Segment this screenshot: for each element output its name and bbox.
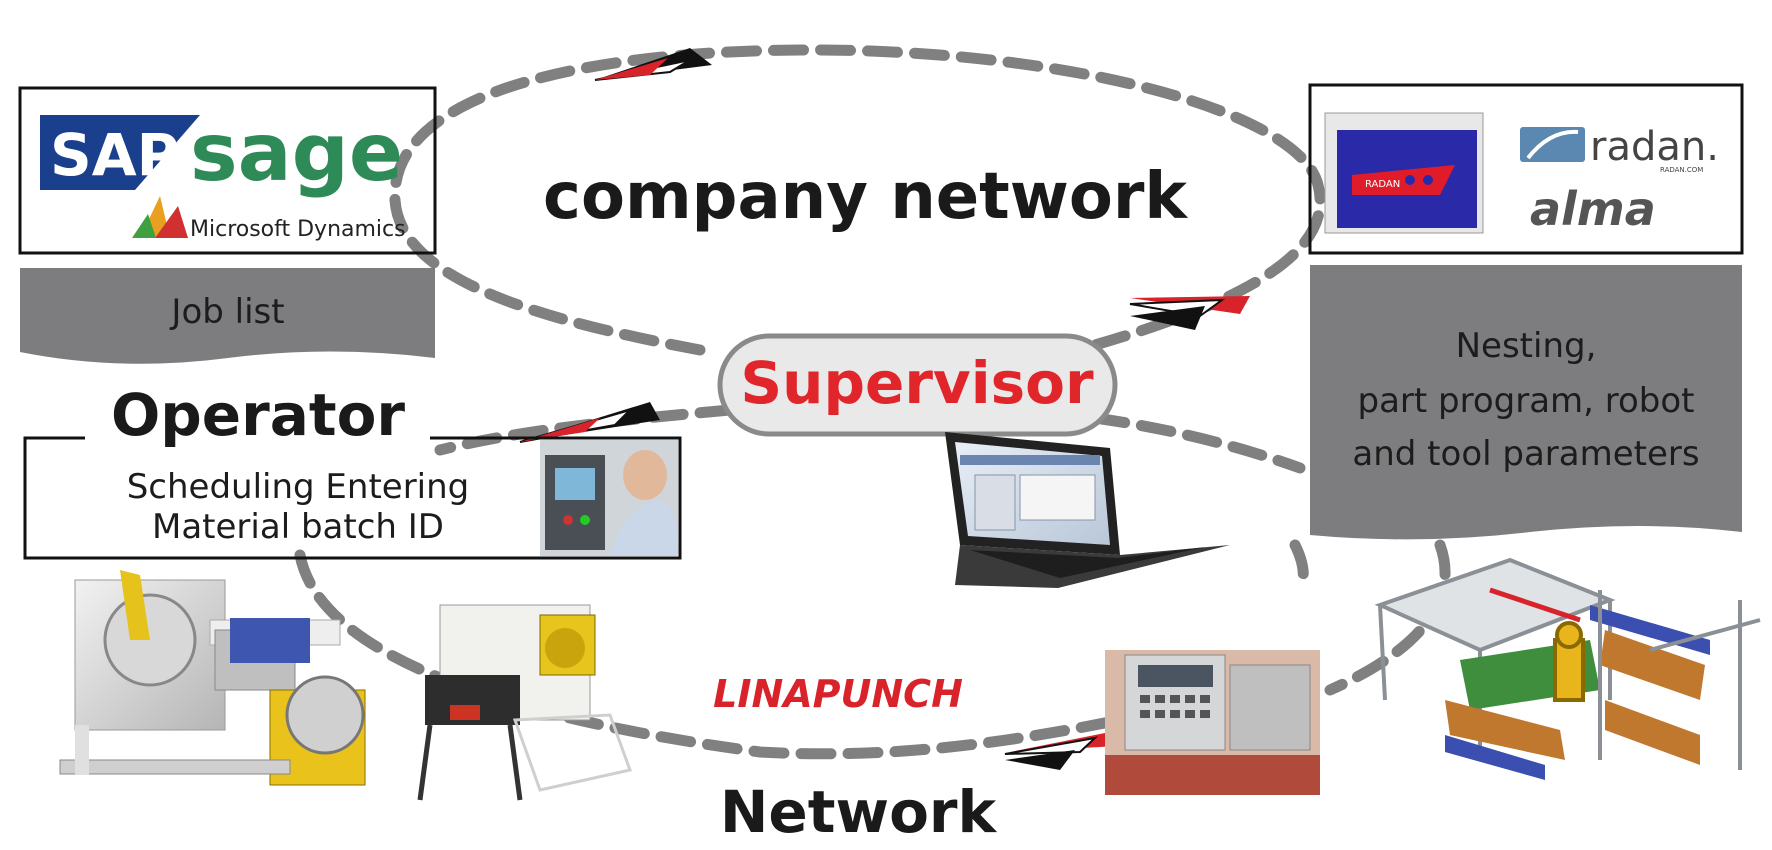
sap-logo: SAP <box>40 115 200 190</box>
sap-logo-text: SAP <box>50 121 179 189</box>
press-feeder-machine-image <box>417 604 632 801</box>
operator-photo <box>540 440 679 556</box>
uncoiler-machine-image <box>59 570 366 786</box>
operator-title: Operator <box>111 381 405 449</box>
supervisor-pill <box>717 333 1118 437</box>
cam-note <box>1310 265 1742 540</box>
radan-logo-text: radan. <box>1590 124 1719 170</box>
customer-erp-frame <box>18 86 437 255</box>
company-network-label: company network <box>543 160 1188 234</box>
network-label: Network <box>720 778 998 846</box>
machine-network-loop <box>294 404 1451 760</box>
arrow-bottom <box>1004 730 1120 770</box>
laptop-image <box>945 432 1230 588</box>
radan-logo: radan. RADAN.COM <box>1520 124 1719 174</box>
job-list-note <box>20 268 435 364</box>
cam-note-line-1: Nesting, <box>1456 326 1597 366</box>
punch-control-machine-image <box>1105 650 1320 795</box>
radan-screen-label: RADAN <box>1365 179 1400 190</box>
job-list-label: Job list <box>169 292 284 332</box>
alma-logo: alma <box>1530 182 1656 236</box>
robot-cell-image <box>1374 557 1761 780</box>
cam-note-line-2: part program, robot <box>1357 381 1694 421</box>
cam-note-line-3: and tool parameters <box>1352 434 1699 474</box>
cam-processor-frame <box>1308 83 1744 255</box>
operator-line-1: Scheduling Entering <box>127 467 470 507</box>
arrow-right-up <box>1129 296 1250 330</box>
operator-line-2: Material batch ID <box>152 507 444 547</box>
arrow-operator <box>519 402 660 443</box>
arrow-top-left <box>594 48 712 81</box>
supervisor-label: Supervisor <box>740 349 1094 417</box>
linapunch-logo: LINAPUNCH <box>713 672 963 716</box>
sage-logo: sage <box>190 106 403 199</box>
radan-url-text: RADAN.COM <box>1660 166 1703 174</box>
microsoft-dynamics-logo: Microsoft Dynamics <box>132 196 406 242</box>
microsoft-dynamics-text: Microsoft Dynamics <box>190 217 406 242</box>
radan-screenshot: RADAN <box>1324 112 1484 234</box>
